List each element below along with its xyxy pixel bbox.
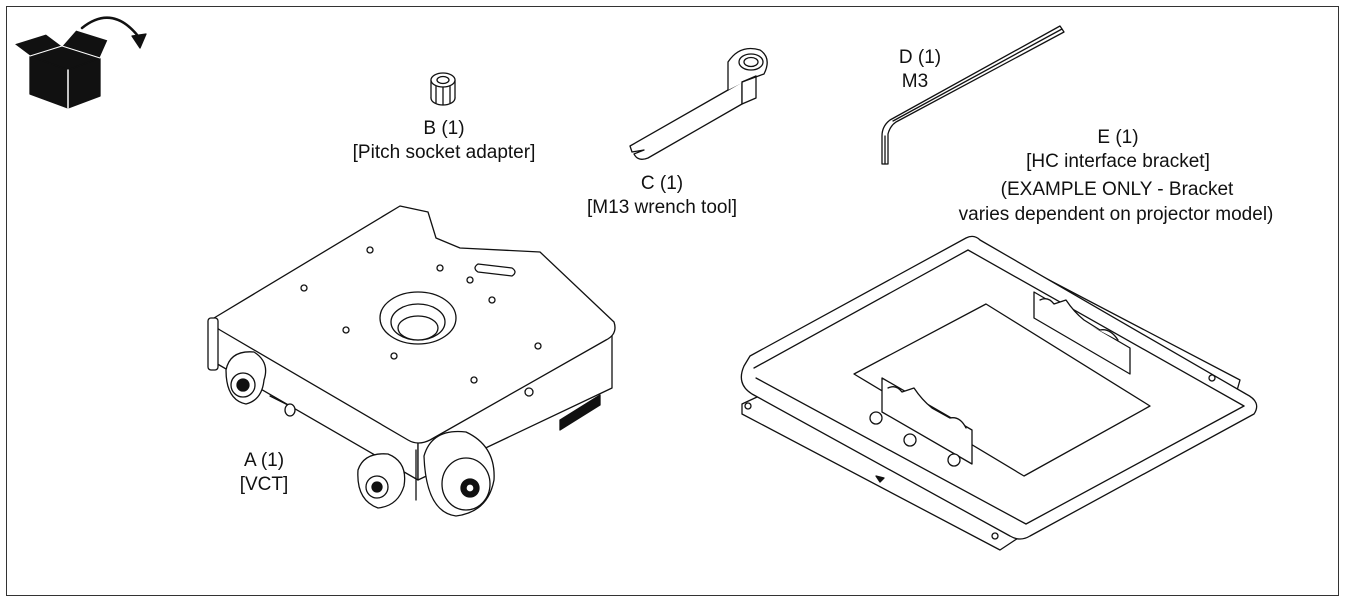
vct-mount-drawing [207, 205, 616, 517]
m3-hex-key-drawing [881, 25, 1065, 165]
part-e-id: E (1) [1097, 127, 1139, 148]
part-e-note-1: (EXAMPLE ONLY - Bracket [1000, 179, 1234, 200]
diagram-frame [6, 6, 1339, 596]
open-box-with-arrow-icon [13, 16, 147, 109]
part-d-name: M3 [901, 71, 929, 92]
part-d-id: D (1) [898, 47, 942, 68]
pitch-socket-adapter-drawing [430, 72, 456, 106]
part-e-name: [HC interface bracket] [1026, 151, 1210, 172]
part-c-id: C (1) [640, 173, 684, 194]
part-b-name: [Pitch socket adapter] [352, 142, 536, 163]
hc-interface-bracket-drawing [740, 235, 1258, 551]
part-a-name: [VCT] [239, 474, 289, 495]
part-b-id: B (1) [423, 118, 465, 139]
part-e-note-2: varies dependent on projector model) [958, 204, 1274, 225]
part-a-id: A (1) [243, 450, 285, 471]
m13-wrench-tool-drawing [629, 47, 768, 160]
part-c-name: [M13 wrench tool] [587, 197, 737, 218]
